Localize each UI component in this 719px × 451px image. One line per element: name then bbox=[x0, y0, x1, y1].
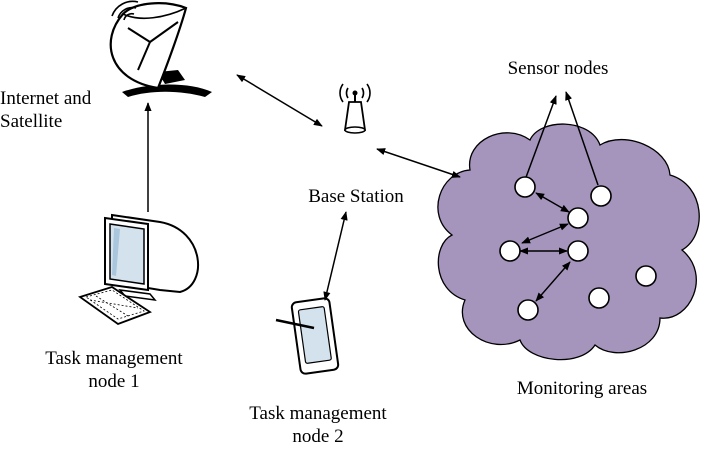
internet-label-line1: Internet and bbox=[0, 88, 92, 109]
antenna-tower-icon bbox=[339, 83, 371, 134]
monitoring-areas-label: Monitoring areas bbox=[516, 378, 648, 399]
pointer-sensor-label-2 bbox=[565, 91, 599, 186]
satellite-dish-icon bbox=[109, 0, 212, 97]
sensor-node bbox=[514, 176, 536, 198]
link-node-a-b bbox=[535, 192, 570, 213]
sensor-node bbox=[567, 207, 589, 229]
arrow-base-station-cloud bbox=[376, 148, 461, 178]
task-node-2-line2: node 2 bbox=[292, 426, 344, 447]
sensor-node bbox=[588, 287, 610, 309]
sensor-node bbox=[567, 240, 589, 262]
tablet-icon bbox=[275, 297, 340, 375]
desktop-computer-icon bbox=[77, 213, 200, 326]
internet-satellite-label: Internet and Satellite bbox=[0, 87, 91, 133]
pointer-sensor-label-1 bbox=[524, 95, 557, 181]
link-node-b-c bbox=[521, 223, 569, 244]
internet-label-line2: Satellite bbox=[0, 111, 63, 132]
link-node-d-e bbox=[535, 261, 571, 302]
sensor-node bbox=[499, 240, 521, 262]
task-node-2-line1: Task management bbox=[249, 403, 387, 424]
arrow-satellite-base-station bbox=[236, 74, 323, 127]
sensor-node bbox=[635, 265, 657, 287]
base-station-label: Base Station bbox=[308, 186, 404, 207]
sensor-nodes-label: Sensor nodes bbox=[507, 58, 609, 79]
task-node-1-line1: Task management bbox=[45, 348, 183, 369]
arrow-base-station-tablet bbox=[323, 211, 348, 301]
task-node-2-label: Task management node 2 bbox=[249, 402, 386, 448]
sensor-node bbox=[517, 299, 539, 321]
sensor-node bbox=[590, 185, 612, 207]
task-node-1-label: Task management node 1 bbox=[45, 347, 182, 393]
monitoring-area-cloud bbox=[437, 123, 700, 361]
task-node-1-line2: node 1 bbox=[88, 371, 140, 392]
